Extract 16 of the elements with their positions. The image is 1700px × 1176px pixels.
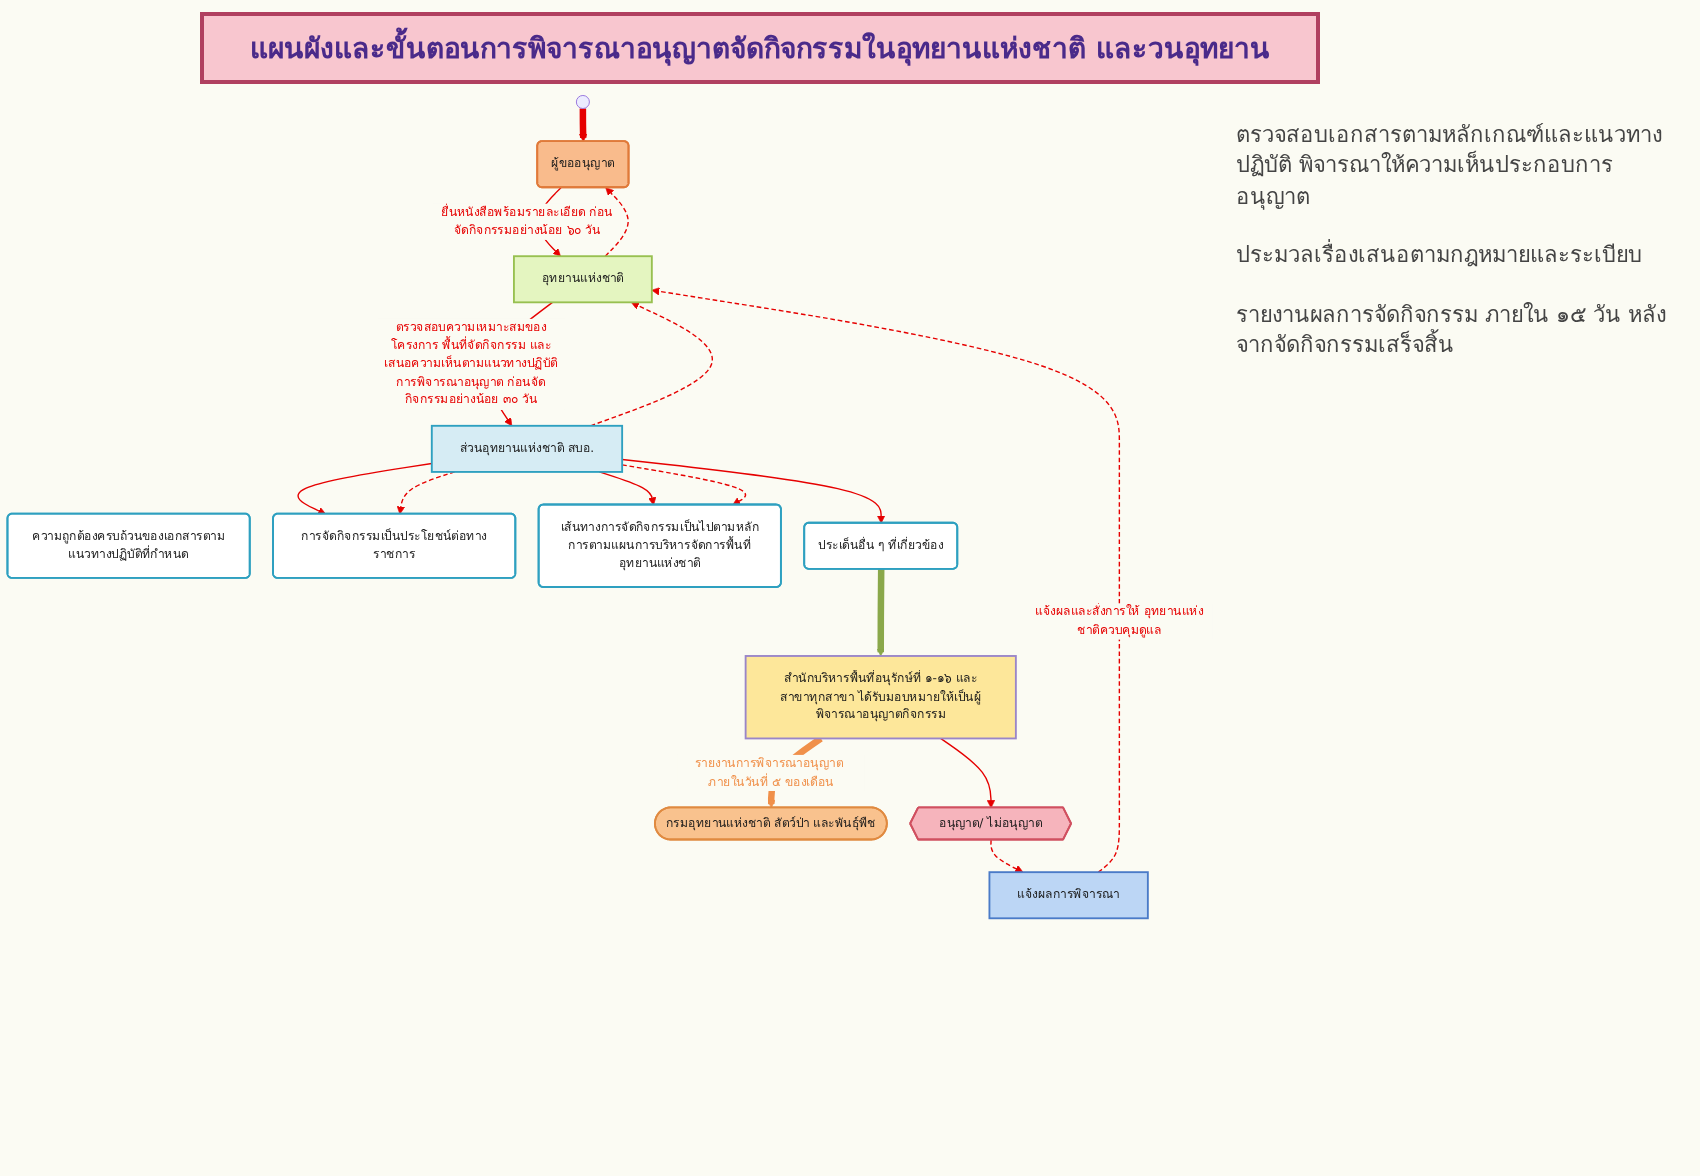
arrow xyxy=(651,287,1121,873)
arrow xyxy=(297,462,433,515)
arrow xyxy=(939,737,996,809)
arrow xyxy=(990,839,1024,873)
note-text: ประมวลเรื่องเสนอตามกฎหมายและระเบียบ xyxy=(1236,240,1644,272)
arrow xyxy=(579,107,588,142)
arrow xyxy=(621,464,747,506)
arrow xyxy=(589,301,714,427)
arrow xyxy=(396,471,456,515)
note-text: รายงานผลการจัดกิจกรรม ภายใน ๑๕ วัน หลังจากจัดกิจกรรมเสร็จสิ้น xyxy=(1236,299,1668,361)
arrow xyxy=(876,569,885,657)
title-banner: แผนผังและขั้นตอนการพิจารณาอนุญาตจัดกิจกรรมในอุทยานแห่งชาติ และวนอุทยาน xyxy=(200,12,1320,84)
arrow xyxy=(604,187,629,257)
arrow xyxy=(621,458,886,524)
note-text: ตรวจสอบเอกสารตามหลักเกณฑ์และแนวทางปฏิบัติ พิจารณาให้ความเห็นประกอบการอนุญาต xyxy=(1236,120,1664,213)
arrow xyxy=(598,471,657,506)
